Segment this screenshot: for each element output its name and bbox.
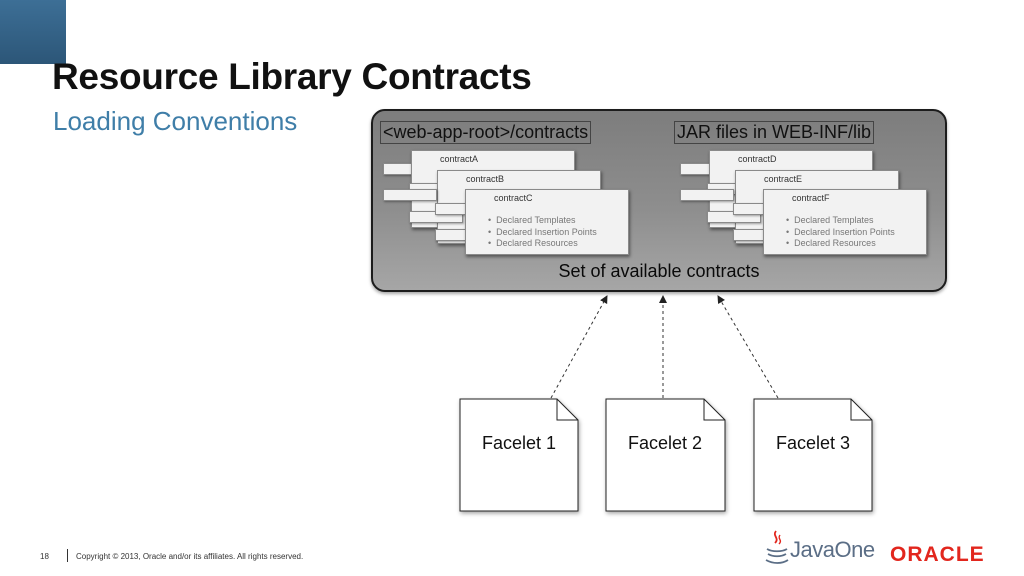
contracts-panel: <web-app-root>/contracts JAR files in WE… bbox=[371, 109, 947, 292]
facelet-2-label: Facelet 2 bbox=[627, 433, 703, 453]
facelet-1-arrow bbox=[550, 295, 608, 399]
contract-f-label: contractF bbox=[792, 193, 830, 203]
slide-title: Resource Library Contracts bbox=[52, 56, 532, 97]
facelet-1-document bbox=[459, 398, 579, 512]
facelet-3-document bbox=[753, 398, 873, 512]
contract-b-label: contractB bbox=[466, 174, 505, 184]
facelet-1-label: Facelet 1 bbox=[481, 433, 557, 453]
footer-divider bbox=[67, 549, 68, 562]
bullet-item: Declared Templates bbox=[786, 215, 895, 227]
page-number: 18 bbox=[40, 552, 49, 561]
contract-c-card: contractC Declared Templates Declared In… bbox=[465, 189, 629, 255]
contract-c-bullets: Declared Templates Declared Insertion Po… bbox=[488, 215, 597, 250]
available-contracts-caption: Set of available contracts bbox=[558, 261, 760, 281]
oracle-logo: ORACLE bbox=[890, 543, 985, 566]
contract-a-label: contractA bbox=[440, 154, 479, 164]
java-cup-icon bbox=[765, 530, 789, 564]
facelet-2-document bbox=[605, 398, 726, 512]
javaone-wordmark: JavaOne bbox=[790, 537, 875, 562]
contract-f-card: contractF Declared Templates Declared In… bbox=[763, 189, 927, 255]
contract-stack-tab bbox=[680, 189, 734, 201]
contract-e-label: contractE bbox=[764, 174, 803, 184]
javaone-logo: JavaOne bbox=[762, 529, 882, 569]
jar-files-header: JAR files in WEB-INF/lib bbox=[674, 121, 875, 144]
web-app-contracts-header: <web-app-root>/contracts bbox=[380, 121, 592, 144]
facelet-3-label: Facelet 3 bbox=[775, 433, 851, 453]
corner-accent-block bbox=[0, 0, 66, 64]
bullet-item: Declared Resources bbox=[786, 238, 895, 250]
bullet-item: Declared Templates bbox=[488, 215, 597, 227]
contract-c-label: contractC bbox=[494, 193, 533, 203]
contract-d-label: contractD bbox=[738, 154, 777, 164]
facelet-3-arrow bbox=[717, 295, 779, 399]
bullet-item: Declared Insertion Points bbox=[786, 227, 895, 239]
bullet-item: Declared Resources bbox=[488, 238, 597, 250]
contract-f-bullets: Declared Templates Declared Insertion Po… bbox=[786, 215, 895, 250]
slide-subtitle: Loading Conventions bbox=[53, 106, 298, 136]
contract-stack-tab bbox=[383, 189, 437, 201]
copyright-notice: Copyright © 2013, Oracle and/or its affi… bbox=[76, 552, 304, 561]
bullet-item: Declared Insertion Points bbox=[488, 227, 597, 239]
